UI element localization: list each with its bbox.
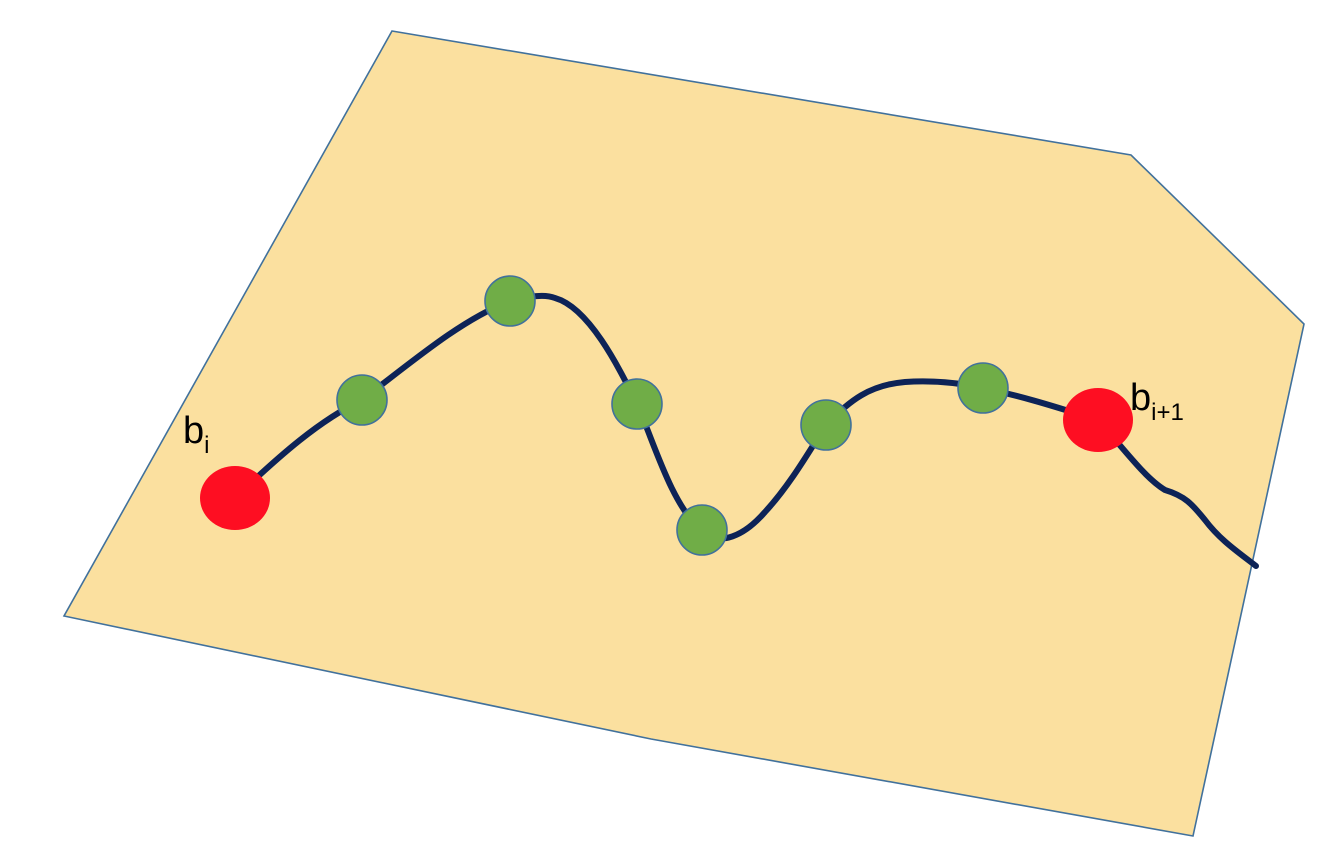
end-label-subscript: i+1	[1151, 399, 1184, 426]
intermediate-points	[336, 275, 1009, 556]
region-polygon	[62, 30, 1305, 837]
start-label-subscript: i	[204, 432, 209, 459]
end-label-base: b	[1130, 377, 1151, 419]
start-endpoint	[200, 466, 270, 530]
intermediate-point	[676, 504, 728, 556]
intermediate-point	[336, 374, 388, 426]
end-endpoint	[1063, 388, 1133, 452]
end-label: bi+1	[1130, 377, 1184, 426]
trajectory-curve	[232, 292, 1259, 569]
start-label: bi	[183, 410, 209, 459]
intermediate-point	[484, 275, 536, 327]
intermediate-point	[957, 362, 1009, 414]
intermediate-point	[800, 399, 852, 451]
start-label-base: b	[183, 410, 204, 452]
intermediate-point	[611, 378, 663, 430]
